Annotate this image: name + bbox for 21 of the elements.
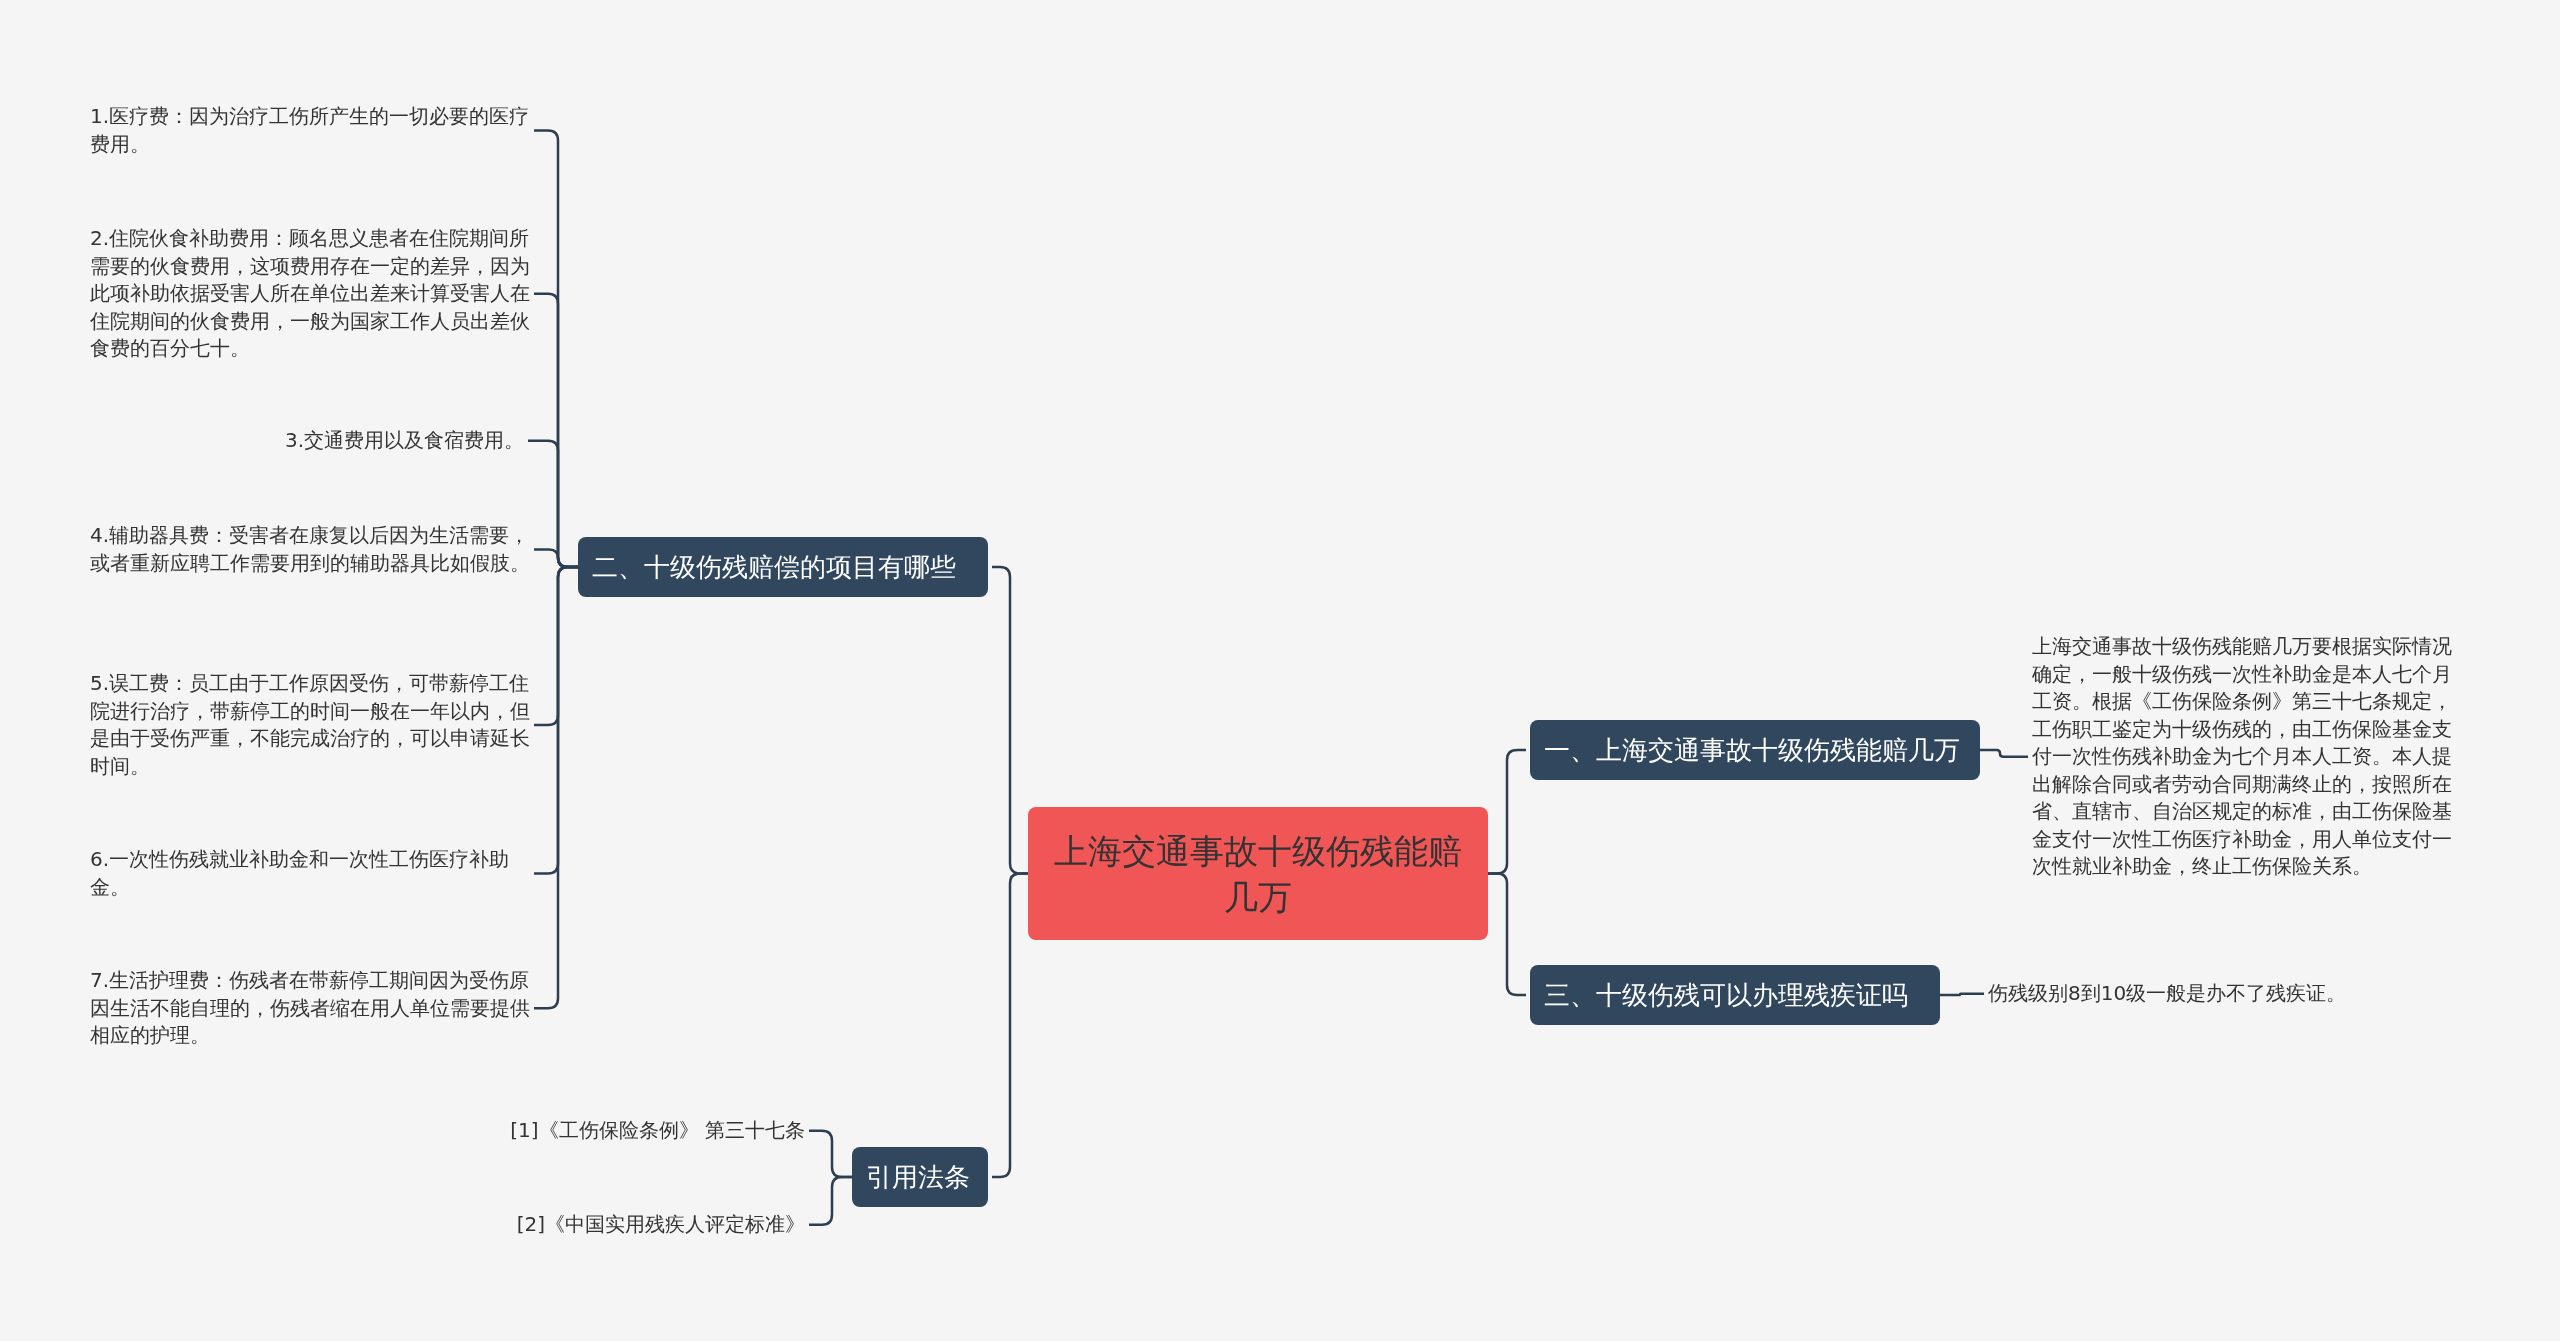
subtopic-text: [1]《工伤保险条例》 第三十七条 xyxy=(510,1117,805,1145)
topic-box: 三、十级伤残可以办理残疾证吗 xyxy=(1530,965,1940,1025)
connector-line xyxy=(992,872,1028,1179)
subtopic-text: 7.生活护理费：伤残者在带薪停工期间因为受伤原因生活不能自理的，伤残者缩在用人单位需要提供相应的护理。 xyxy=(90,967,530,1050)
subtopic-text: 上海交通事故十级伤残能赔几万要根据实际情况确定，一般十级伤残一次性补助金是本人七个月工资。根据《工伤保险条例》第三十七条规定，工伤职工鉴定为十级伤残的，由工伤保险基金支付一次性伤残补助金为七个月本人工资。本人提出解除合同或者劳动合同期满终止的，按照所在省、直辖市、自治区规定的标准，由工伤保险基金支付一次性工伤医疗补助金，用人单位支付一次性就业补助金，终止工伤保险关系。 xyxy=(2032,633,2464,881)
subtopic-text: 1.医疗费：因为治疗工伤所产生的一切必要的医疗费用。 xyxy=(90,103,530,158)
connector-line xyxy=(1980,748,2028,758)
connector-line xyxy=(809,1175,852,1226)
topic-box: 二、十级伤残赔偿的项目有哪些 xyxy=(578,537,988,597)
subtopic-text: 3.交通费用以及食宿费用。 xyxy=(284,427,524,455)
connector-line xyxy=(1488,872,1526,997)
subtopic-text: 伤残级别8到10级一般是办不了残疾证。 xyxy=(1988,980,2408,1008)
topic-box: 一、上海交通事故十级伤残能赔几万 xyxy=(1530,720,1980,780)
topic-box: 引用法条 xyxy=(852,1147,988,1207)
subtopic-text: [2]《中国实用残疾人评定标准》 xyxy=(516,1211,805,1239)
central-topic-box: 上海交通事故十级伤残能赔几万 xyxy=(1028,807,1488,940)
subtopic-text: 5.误工费：员工由于工作原因受伤，可带薪停工住院进行治疗，带薪停工的时间一般在一年以内，但是由于受伤严重，不能完成治疗的，可以申请延长时间。 xyxy=(90,670,530,780)
subtopic-text: 2.住院伙食补助费用：顾名思义患者在住院期间所需要的伙食费用，这项费用存在一定的差异，因为此项补助依据受害人所在单位出差来计算受害人在住院期间的伙食费用，一般为国家工作人员出差伙食费的百分七十。 xyxy=(90,225,530,363)
subtopic-text: 4.辅助器具费：受害者在康复以后因为生活需要，或者重新应聘工作需要用到的辅助器具比如假肢。 xyxy=(90,522,530,577)
connector-line xyxy=(1940,992,1984,997)
subtopic-text: 6.一次性伤残就业补助金和一次性工伤医疗补助金。 xyxy=(90,846,530,901)
